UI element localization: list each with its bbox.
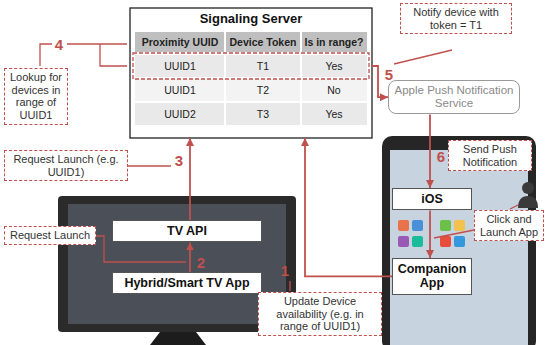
label-text: T1 [257,60,269,72]
label-text: Yes [325,108,342,120]
table-row [135,55,367,77]
node-text: Apple Push Notification Service [394,84,514,110]
tablet-screen [390,150,528,345]
row-highlight [133,53,369,79]
table-cell: Device Token [225,32,301,52]
leader-line [67,43,127,44]
table-cell: Proximity UUID [135,32,225,52]
label-text: Is in range? [305,36,364,48]
person-icon [522,182,534,194]
label-text: 4 [55,36,63,53]
table-cell: T1 [225,55,301,77]
node-text: Notify device with token = T1 [404,6,508,31]
app-icon [398,236,409,247]
tv-screen [68,204,286,324]
callout-number: 6 [436,148,446,164]
table-cell: Is in range? [301,32,367,52]
node-text: Companion App [397,262,467,291]
person-icon [518,196,538,208]
callout-number: 4 [54,36,64,52]
flow-arrow [189,138,191,220]
app-box: Companion App [392,258,472,295]
app-icon [398,220,409,231]
callout-note: Request Launch [4,226,96,245]
flow-arrow [189,242,191,272]
label-text: 2 [197,254,205,271]
callout-number: 5 [384,66,394,82]
table-cell: Yes [301,55,367,77]
table-row [135,79,367,101]
table-cell: T2 [225,79,301,101]
node-text: Request Launch (e.g. UUID1) [8,153,124,178]
label-text: Proximity UUID [142,36,218,48]
node-text: Send Push Notification [452,143,528,168]
callout-note: Update Device availability (e.g. in rang… [258,292,382,336]
label-text: UUID2 [164,108,196,120]
os-box: iOS [392,188,472,210]
callout-number: 2 [196,254,206,270]
node-text: Signaling Server [200,11,303,26]
table-cell: T3 [225,103,301,125]
table-cell: No [301,79,367,101]
app-icon [440,236,451,247]
table-row [135,103,367,125]
leader-line [128,165,171,166]
table-cell: Yes [301,103,367,125]
app-icon [454,236,465,247]
node-text: Lookup for devices in range of UUID1 [8,71,64,122]
callout-note: Lookup for devices in range of UUID1 [4,68,68,125]
flow-arrow [429,114,431,188]
node-text: iOS [421,192,443,206]
node-text: Request Launch [10,229,90,242]
app-icon [412,220,423,231]
node-text: Click and Launch App [478,213,540,238]
callout-number: 3 [174,152,184,168]
callout-note: Notify device with token = T1 [400,3,512,34]
label-text: Device Token [230,36,297,48]
app-icon [412,236,423,247]
node-text: Update Device availability (e.g. in rang… [262,295,378,333]
label-text: Yes [325,60,342,72]
service-box: Apple Push Notification Service [388,80,520,114]
app-box: Hybrid/Smart TV App [112,272,262,294]
label-text: UUID1 [164,60,196,72]
leader-line [289,281,290,291]
table-header [135,32,367,52]
leader-line [434,230,474,238]
label-text: No [327,84,340,96]
callout-note: Request Launch (e.g. UUID1) [4,150,128,181]
callout-number: 1 [280,262,290,278]
label-text: UUID1 [164,84,196,96]
table-cell: UUID1 [135,79,225,101]
flow-arrow [305,138,392,276]
table-cell: UUID2 [135,103,225,125]
server-box [130,8,372,138]
callout-note: Send Push Notification [448,140,532,171]
flow-arrow [429,210,431,258]
leader-line [100,44,127,66]
table-cell: UUID1 [135,55,225,77]
app-icon [454,220,465,231]
label-text: 1 [281,262,289,279]
label-text: 6 [437,148,445,165]
node-text: Hybrid/Smart TV App [124,276,249,290]
leader-line [40,44,52,66]
api-box: TV API [112,220,262,242]
app-icon [440,220,451,231]
label-text: T2 [257,84,269,96]
callout-note: Click and Launch App [474,210,544,241]
tv-stand [150,332,206,345]
leader-line [394,50,452,64]
leader-line [510,205,518,209]
label-text: 5 [385,66,393,83]
label-text: 3 [175,152,183,169]
label-text: T3 [257,108,269,120]
node-text: TV API [167,224,207,238]
